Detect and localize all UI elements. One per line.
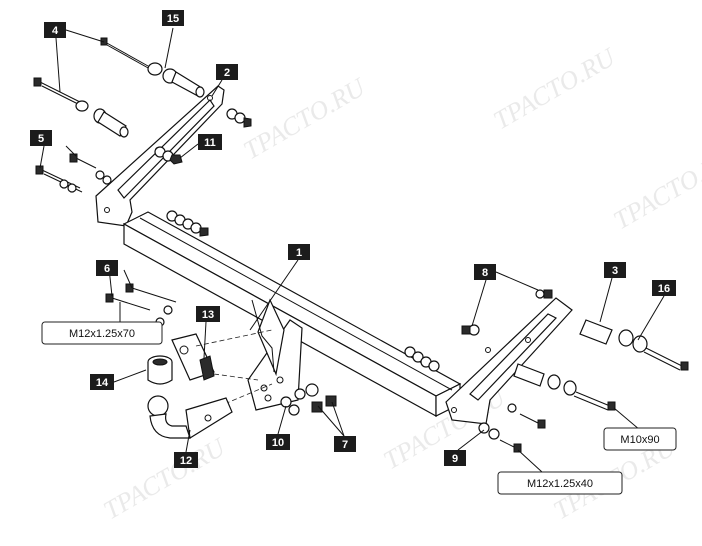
callout-5: 5 [30, 130, 52, 146]
bolts-9 [478, 403, 546, 453]
svg-text:1: 1 [296, 247, 302, 259]
nut-8 [461, 289, 553, 336]
nut-11 [154, 146, 183, 165]
crossbar-left-fasteners [166, 210, 209, 237]
alignment-line-upper [195, 329, 273, 347]
svg-text:10: 10 [272, 437, 284, 449]
callout-9: 9 [444, 450, 466, 466]
main-crossbar [122, 211, 462, 418]
svg-text:M12x1.25x40: M12x1.25x40 [527, 478, 593, 490]
svg-text:15: 15 [167, 13, 179, 25]
socket-plate-13 [171, 333, 215, 381]
callout-1: 1 [288, 244, 310, 260]
leader-lines [39, 27, 665, 473]
right-side-bracket [445, 297, 573, 425]
callout-7: 7 [334, 436, 356, 452]
svg-text:ТРАСТО.RU: ТРАСТО.RU [609, 141, 702, 235]
bolt-16 [643, 347, 689, 371]
svg-text:8: 8 [482, 267, 488, 279]
svg-text:ТРАСТО.RU: ТРАСТО.RU [99, 431, 232, 525]
tow-ball-neck-12 [147, 395, 233, 439]
svg-text:9: 9 [452, 453, 458, 465]
callout-14: 14 [90, 374, 114, 390]
svg-text:11: 11 [204, 137, 216, 149]
svg-text:ТРАСТО.RU: ТРАСТО.RU [489, 41, 622, 135]
callout-2: 2 [216, 64, 238, 80]
callout-3: 3 [604, 262, 626, 278]
crossbar-right-fasteners [404, 346, 440, 372]
spec-label-m12x1-25x40: M12x1.25x40 [497, 471, 623, 495]
callout-10: 10 [266, 434, 290, 450]
svg-text:5: 5 [38, 133, 44, 145]
svg-text:16: 16 [658, 283, 670, 295]
callout-13: 13 [196, 306, 220, 322]
svg-text:14: 14 [96, 377, 109, 389]
bolts-5 [35, 153, 112, 193]
lower-sleeve-m10 [513, 363, 616, 411]
svg-text:M10x90: M10x90 [620, 434, 659, 446]
svg-text:M12x1.25x70: M12x1.25x70 [69, 328, 135, 340]
sleeve-3 [579, 319, 648, 353]
spec-label-m12x1-25x70: M12x1.25x70 [41, 321, 163, 345]
svg-text:7: 7 [342, 439, 348, 451]
callout-12: 12 [174, 452, 198, 468]
callout-6: 6 [96, 260, 118, 276]
svg-text:4: 4 [52, 25, 59, 37]
callout-8: 8 [474, 264, 496, 280]
ball-cap-14 [147, 355, 173, 385]
svg-text:6: 6 [104, 263, 110, 275]
callout-16: 16 [652, 280, 676, 296]
callout-11: 11 [198, 134, 222, 150]
tow-ball-mounting-plate [247, 298, 303, 411]
spacer-sleeve-lower [75, 100, 129, 138]
fasteners-7-10 [280, 383, 337, 416]
svg-text:ТРАСТО.RU: ТРАСТО.RU [239, 71, 372, 165]
svg-text:13: 13 [202, 309, 214, 321]
bolt-upper-4 [100, 37, 151, 70]
callout-4: 4 [44, 22, 66, 38]
spec-label-m10x90: M10x90 [603, 427, 677, 451]
svg-text:3: 3 [612, 265, 618, 277]
svg-text:12: 12 [180, 455, 192, 467]
svg-text:2: 2 [224, 67, 230, 79]
spacer-sleeve-upper [147, 62, 205, 98]
nut-washer-right-of-bracket [226, 108, 252, 128]
bolts-6 [105, 283, 177, 327]
callout-15: 15 [162, 10, 184, 26]
